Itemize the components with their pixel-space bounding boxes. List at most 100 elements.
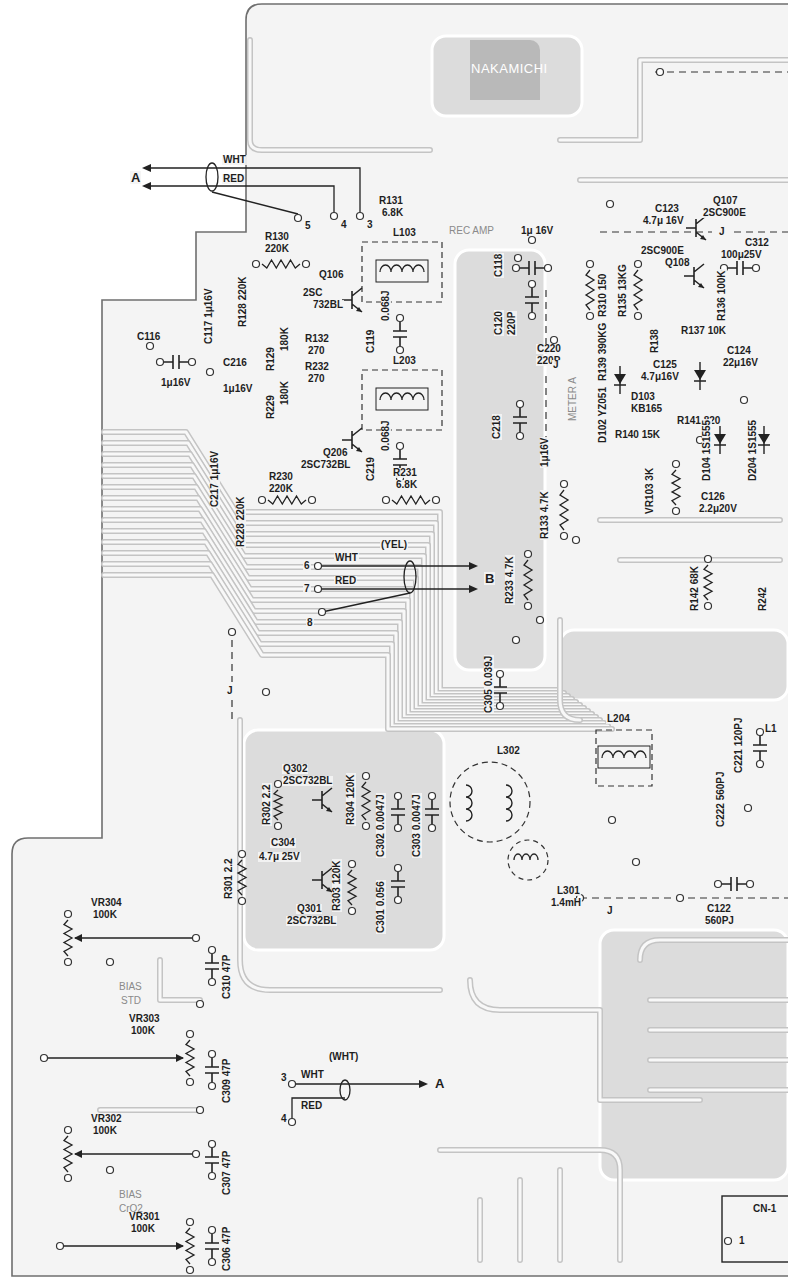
solder-pad	[309, 497, 316, 504]
solder-pad	[187, 1031, 194, 1038]
solder-pad	[725, 1238, 732, 1245]
solder-pad	[633, 859, 640, 866]
cable-wire	[292, 1098, 345, 1122]
component-label: C306 47P	[222, 1226, 232, 1272]
cable-wire	[322, 593, 410, 612]
solder-pad	[349, 861, 356, 868]
component-label: 3	[366, 220, 374, 230]
solder-pad	[609, 817, 616, 824]
wiper-arrow	[74, 1150, 82, 1158]
component-label: 6	[303, 561, 311, 571]
wiper-line	[75, 1153, 196, 1154]
component-label: 5	[304, 221, 312, 231]
transistor-symbol	[312, 788, 332, 812]
pcb-trace	[100, 1107, 200, 1113]
component-label: 7	[303, 584, 311, 594]
component-label: L203	[392, 356, 417, 366]
component-label: 1μ 16V	[520, 226, 554, 236]
component-label: R139 390KG	[598, 322, 608, 382]
solder-pad	[395, 793, 402, 800]
solder-pad	[395, 865, 402, 872]
solder-pad	[41, 1055, 48, 1062]
solder-pad	[573, 537, 580, 544]
diode-lead	[758, 426, 770, 454]
solder-pad	[289, 1119, 296, 1126]
component-label: B	[484, 572, 495, 585]
transistor-arrow	[698, 283, 704, 288]
resistor-symbol	[586, 270, 594, 310]
transistor-symbol	[312, 868, 332, 892]
arrow-head	[142, 164, 151, 172]
solder-pad	[513, 637, 520, 644]
coil-frame	[376, 388, 428, 410]
component-label: C124	[726, 346, 752, 356]
component-label: R131	[378, 196, 404, 206]
solder-pad	[253, 261, 260, 268]
solder-pad	[259, 497, 266, 504]
pcb-trace-inner	[160, 960, 200, 1000]
component-label: 8	[306, 618, 314, 628]
solder-pad	[65, 1175, 72, 1182]
component-label: 2SC	[302, 288, 323, 298]
solder-pad	[187, 1079, 194, 1086]
coil-symbol	[380, 393, 424, 400]
component-label: C305 0.039J	[484, 655, 494, 714]
component-label: C222 560PJ	[716, 770, 726, 828]
pcb-trace-inner	[104, 575, 612, 729]
component-label: 0.068J	[381, 289, 391, 322]
cable-wire	[318, 565, 470, 566]
solder-pad	[319, 609, 326, 616]
component-label: 100K	[130, 1224, 156, 1234]
wiper-line	[75, 937, 196, 938]
coil-symbol	[514, 854, 538, 860]
solder-pad	[263, 689, 270, 696]
component-label: 6.8K	[381, 208, 404, 218]
coil-symbol	[466, 785, 512, 821]
board-outline	[12, 4, 788, 1276]
capacitor-symbol	[722, 877, 746, 891]
shield-can	[362, 242, 442, 302]
arrow-head	[469, 585, 478, 593]
component-label: C217 1μ16V	[210, 450, 220, 508]
component-label: R142 68K	[690, 565, 700, 612]
transistor-symbol	[342, 288, 362, 312]
component-label: R233 4.7K	[505, 555, 515, 605]
pcb-trace	[440, 1150, 620, 1260]
pcb-trace	[480, 1170, 560, 1260]
pcb-trace	[650, 1000, 788, 1090]
pcb-trace	[104, 575, 612, 729]
jumper-line	[655, 71, 788, 72]
coil-symbol	[380, 265, 424, 272]
solder-pad	[529, 237, 536, 244]
solder-pad	[349, 908, 356, 915]
component-label: J	[606, 906, 614, 916]
solder-pad	[209, 1173, 216, 1180]
component-label: VR103 3K	[645, 467, 655, 515]
resistor-symbol	[262, 260, 300, 268]
solder-pad	[757, 729, 764, 736]
diode-lead	[714, 426, 726, 454]
wiper-line	[44, 1057, 183, 1058]
solder-pad	[397, 347, 404, 354]
solder-pad	[395, 825, 402, 832]
resistor-symbol	[64, 1136, 72, 1172]
arrow-head	[142, 182, 151, 190]
component-label: RED	[334, 576, 357, 586]
component-label: BIAS	[118, 982, 143, 992]
component-label: R229	[266, 394, 276, 420]
component-label: RED	[300, 1101, 323, 1111]
component-label: WHT	[334, 553, 359, 563]
solder-pad	[239, 898, 246, 905]
component-label: R242	[758, 586, 768, 612]
component-label: 220P	[507, 311, 517, 336]
component-label: 2SC732BL	[282, 776, 333, 786]
shield-can	[362, 370, 442, 430]
solder-pad	[295, 215, 302, 222]
solder-pad	[525, 551, 532, 558]
component-label: 2SC900E	[702, 208, 747, 218]
component-label: 2SC732BL	[300, 460, 351, 470]
component-label: 1.4mH	[550, 898, 582, 908]
solder-pad	[545, 265, 552, 272]
pcb-trace-inner	[560, 60, 788, 140]
